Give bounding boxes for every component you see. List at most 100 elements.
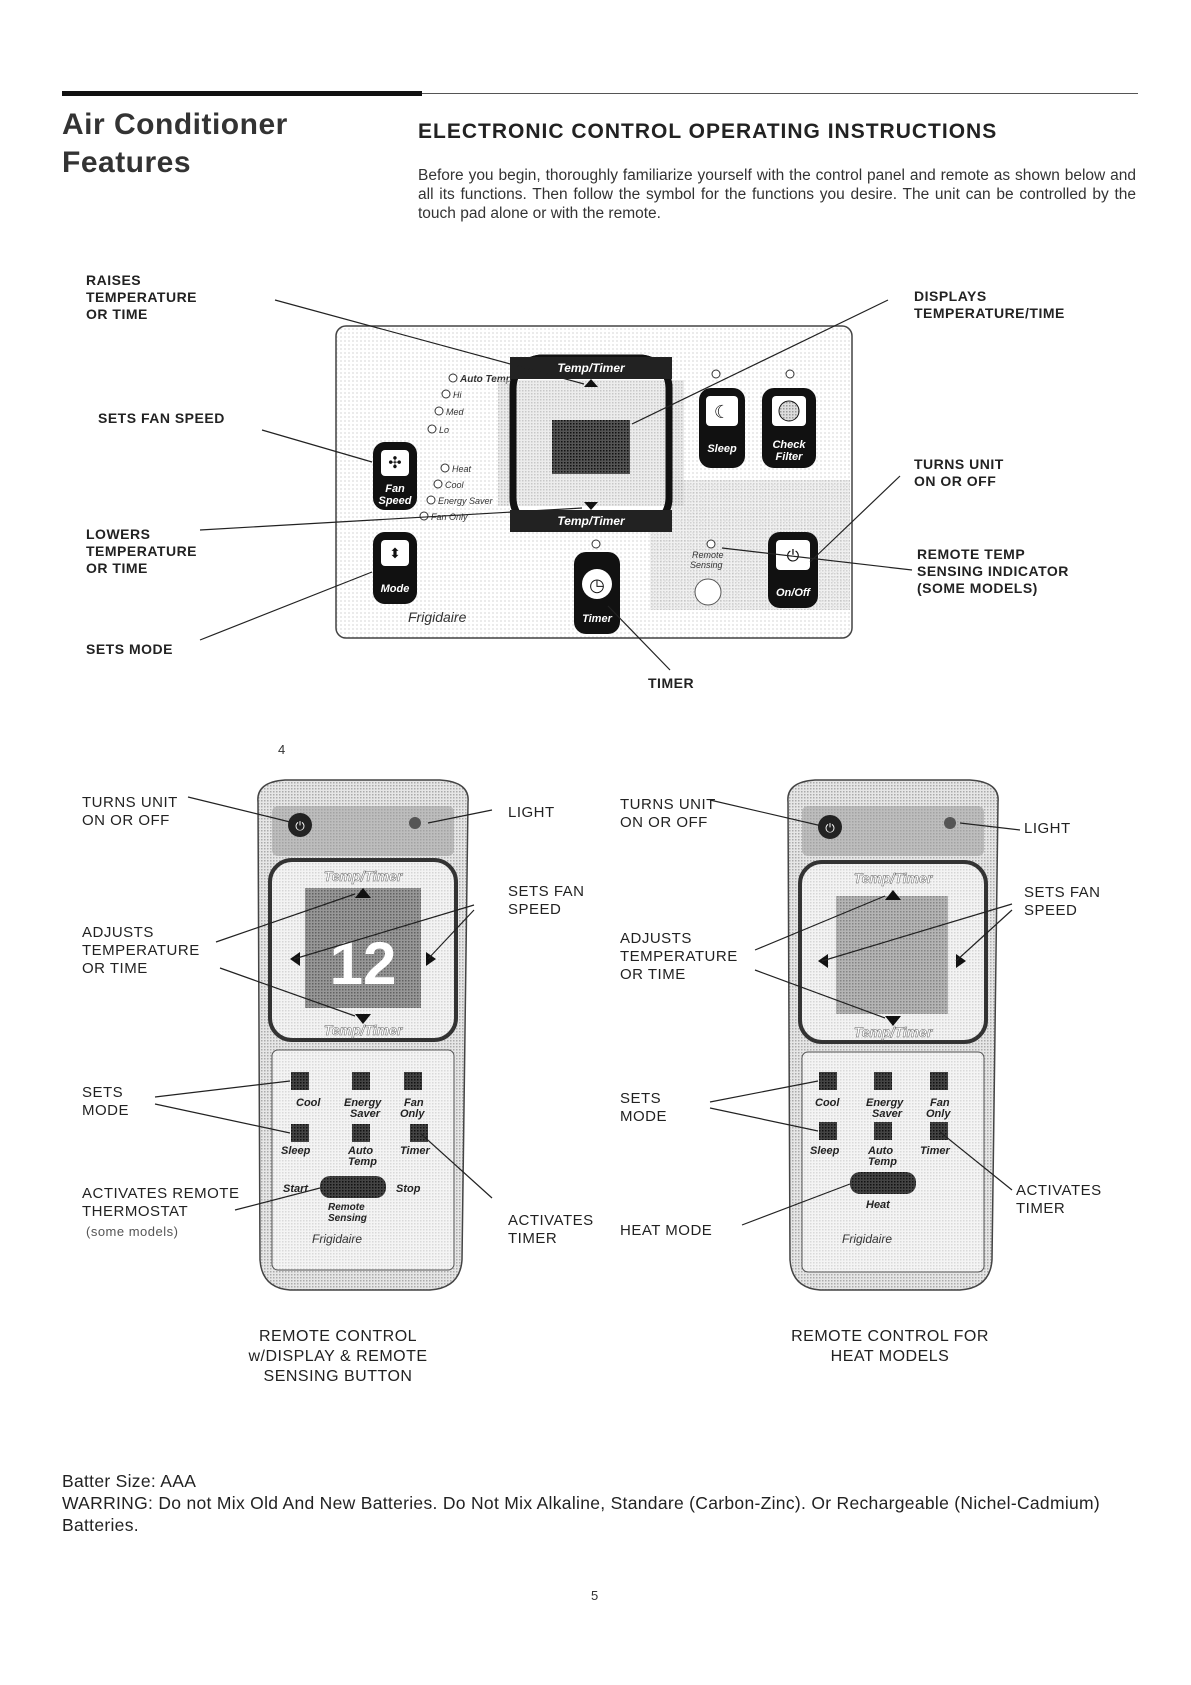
remote-left-remote-sensing-button[interactable] [320, 1176, 386, 1198]
timer-button[interactable]: ◷ Timer [574, 539, 620, 634]
svg-text:Timer: Timer [920, 1145, 950, 1157]
remote-left-energy-saver-button[interactable] [352, 1072, 370, 1090]
temp-timer-up-label: Temp/Timer [557, 361, 626, 375]
mode-arrows-icon: ⬍ [389, 545, 401, 561]
remote-left-right-arrow-icon[interactable] [426, 952, 436, 966]
check-filter-button[interactable]: Check Filter [762, 369, 816, 468]
right-label-light: LIGHT [1024, 820, 1071, 837]
svg-text:Auto: Auto [347, 1145, 373, 1157]
filter-icon [778, 400, 800, 422]
remote-left-power-button[interactable] [288, 813, 312, 837]
right-label-activates-timer: ACTIVATES TIMER [1016, 1182, 1102, 1217]
led-label-fan-only: Fan Only [431, 512, 468, 522]
lower-arrow-icon[interactable] [584, 502, 598, 510]
remote-left-auto-temp-button[interactable] [352, 1124, 370, 1142]
remote-right-right-arrow-icon[interactable] [956, 954, 966, 968]
svg-text:Remote: Remote [328, 1202, 365, 1213]
fan-speed-button[interactable]: ✣ Fan Speed [373, 442, 417, 510]
label-remote-temp-sensing: REMOTE TEMP SENSING INDICATOR (SOME MODE… [917, 546, 1069, 596]
moon-icon: ☾ [714, 402, 730, 422]
svg-text:Filter: Filter [776, 451, 804, 463]
remote-right-fan-only-button[interactable] [930, 1072, 948, 1090]
left-label-adjusts-temperature: ADJUSTS TEMPERATURE OR TIME [82, 924, 200, 977]
control-panel-diagram: Auto Temp Hi Med Lo Heat Cool Energy Sav… [199, 299, 913, 671]
svg-text:Fan: Fan [930, 1097, 950, 1109]
led-label-lo: Lo [439, 425, 449, 435]
svg-text:Heat: Heat [866, 1199, 891, 1211]
led-lo [427, 424, 437, 434]
svg-text:Sleep: Sleep [281, 1145, 311, 1157]
svg-text:Sensing: Sensing [328, 1213, 367, 1224]
remote-right: ⏻ Temp/Timer Temp/Timer Cool Energy Save… [787, 779, 999, 1291]
remote-right-auto-temp-button[interactable] [874, 1122, 892, 1140]
remote-right-light-icon [944, 817, 956, 829]
led-fan-only [419, 511, 429, 521]
led-check-filter [785, 369, 795, 379]
svg-text:Fan: Fan [404, 1097, 424, 1109]
led-sleep [711, 369, 721, 379]
raise-arrow-icon[interactable] [584, 379, 598, 387]
led-hi [441, 389, 451, 399]
mode-button[interactable]: ⬍ Mode [373, 532, 417, 604]
caption-left-remote: REMOTE CONTROL w/DISPLAY & REMOTE SENSIN… [248, 1328, 428, 1385]
label-timer: TIMER [648, 675, 695, 691]
panel-brand-logo: Frigidaire [408, 609, 467, 625]
right-label-sets-mode: SETS MODE [620, 1090, 667, 1125]
header-rule-thin [422, 93, 1138, 94]
remote-left-fan-only-button[interactable] [404, 1072, 422, 1090]
remote-right-up-arrow-icon[interactable] [885, 890, 901, 900]
remote-left-timer-button[interactable] [410, 1124, 428, 1142]
remote-left-cool-button[interactable] [291, 1072, 309, 1090]
label-raises-temperature: RAISES TEMPERATURE OR TIME [86, 272, 198, 322]
page-number-4: 4 [278, 742, 286, 757]
remote-left-down-arrow-icon[interactable] [355, 1014, 371, 1024]
svg-text:Temp/Timer: Temp/Timer [324, 1022, 404, 1038]
remote-right-cool-button[interactable] [819, 1072, 837, 1090]
svg-text:Saver: Saver [872, 1108, 903, 1120]
svg-text:Sleep: Sleep [707, 443, 737, 455]
remote-right-heat-button[interactable] [850, 1172, 916, 1194]
led-med [434, 406, 444, 416]
fan-icon: ✣ [388, 455, 401, 472]
svg-text:Temp: Temp [868, 1156, 897, 1168]
svg-text:Speed: Speed [378, 495, 411, 507]
svg-text:Mode: Mode [381, 583, 410, 595]
power-icon: ⏻ [295, 819, 305, 833]
svg-text:Temp/Timer: Temp/Timer [854, 870, 934, 886]
ir-receiver [694, 578, 722, 606]
remote-controls-diagram: ⏻ Temp/Timer 12 Temp/Timer Cool Energy S… [154, 779, 1021, 1291]
right-label-fan-speed: SETS FAN SPEED [1024, 884, 1101, 919]
left-label-light: LIGHT [508, 804, 555, 821]
left-label-sets-mode: SETS MODE [82, 1084, 129, 1119]
remote-right-energy-saver-button[interactable] [874, 1072, 892, 1090]
remote-left-up-arrow-icon[interactable] [355, 888, 371, 898]
svg-text:Fan: Fan [385, 483, 405, 495]
left-label-some-models: (some models) [86, 1224, 179, 1239]
panel-leader-lines [199, 299, 913, 671]
led-label-energy-saver: Energy Saver [438, 496, 494, 506]
svg-text:Check: Check [772, 439, 806, 451]
led-label-hi: Hi [453, 390, 462, 400]
remote-right-timer-button[interactable] [930, 1122, 948, 1140]
remote-left-light-icon [409, 817, 421, 829]
remote-left-sleep-button[interactable] [291, 1124, 309, 1142]
caption-right-remote: REMOTE CONTROL FOR HEAT MODELS [791, 1328, 989, 1365]
remote-right-down-arrow-icon[interactable] [885, 1016, 901, 1026]
svg-text:Only: Only [926, 1108, 951, 1120]
power-icon: ⏻ [825, 821, 835, 835]
remote-leader-lines [154, 796, 1021, 1226]
left-label-fan-speed: SETS FAN SPEED [508, 883, 585, 918]
remote-right-power-button[interactable] [818, 815, 842, 839]
led-timer [591, 539, 601, 549]
led-auto-temp [448, 373, 458, 383]
temp-timer-up-bar[interactable] [510, 357, 672, 379]
on-off-button[interactable]: ⏻ On/Off [768, 532, 818, 608]
sleep-button[interactable]: ☾ Sleep [699, 369, 745, 468]
remote-right-lcd [836, 896, 948, 1014]
led-label-auto-temp: Auto Temp [459, 374, 512, 385]
temp-timer-down-bar[interactable] [510, 510, 672, 532]
battery-size-note: Batter Size: AAA [62, 1471, 197, 1491]
battery-warning-note: WARRING: Do not Mix Old And New Batterie… [62, 1493, 1101, 1535]
remote-right-sleep-button[interactable] [819, 1122, 837, 1140]
svg-text:Energy: Energy [344, 1097, 382, 1109]
